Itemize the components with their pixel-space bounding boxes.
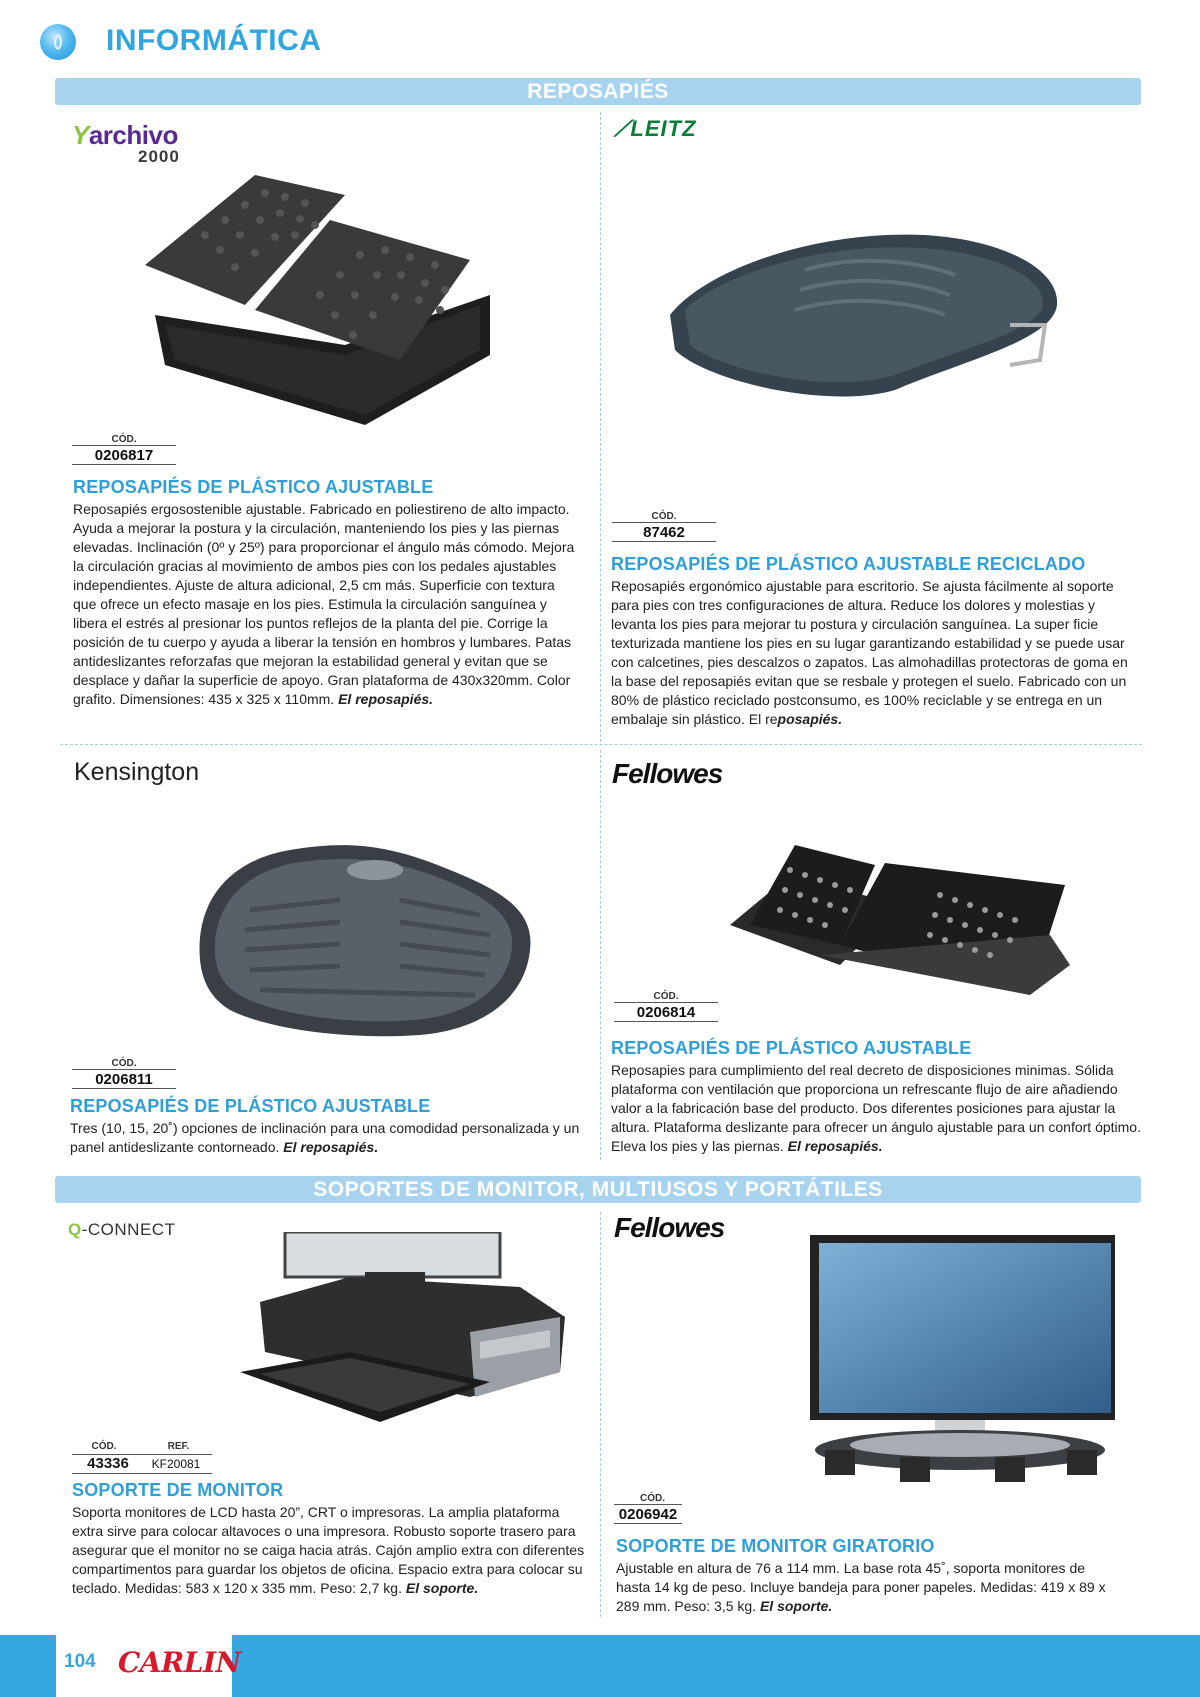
leitz-logo: ⟋LEITZ (614, 116, 697, 141)
product-description: Reposapiés ergonómico ajustable para esc… (611, 578, 1128, 727)
fellowes-logo: Fellowes (614, 1212, 725, 1243)
product-code: CÓD. 0206817 (72, 434, 176, 465)
rotating-monitor-stand-image (810, 1235, 1115, 1482)
footrest-fellowes-image (730, 845, 1070, 995)
footer-logo-area (56, 1635, 232, 1697)
column-divider (600, 750, 601, 1160)
qconnect-logo: Q-CONNECT (68, 1220, 176, 1239)
page-title: INFORMÁTICA (106, 24, 322, 57)
carlin-logo: CARLIN (118, 1646, 241, 1679)
column-divider (600, 112, 601, 742)
footrest-recycled-image (670, 234, 1058, 397)
product-description: Reposapiés ergosostenible ajustable. Fab… (73, 501, 575, 707)
product-title: SOPORTE DE MONITOR GIRATORIO (616, 1536, 935, 1556)
kensington-logo: Kensington (74, 758, 200, 786)
section-icon (40, 24, 76, 60)
product-title: REPOSAPIÉS DE PLÁSTICO AJUSTABLE RECICLA… (611, 554, 1086, 574)
page-number: 104 (64, 1651, 96, 1672)
product-title: REPOSAPIÉS DE PLÁSTICO AJUSTABLE (611, 1038, 972, 1058)
column-divider (600, 1212, 601, 1617)
section-bar-footrests: REPOSAPIÉS (55, 78, 1141, 105)
footrest-kensington-image (199, 845, 531, 1037)
product-code: CÓD. 0206942 (614, 1493, 682, 1524)
fellowes-logo: Fellowes (612, 758, 723, 789)
footrest-pedals-image (145, 175, 490, 425)
product-description: Soporta monitores de LCD hasta 20”, CRT … (72, 1504, 585, 1596)
product-description: Tres (10, 15, 20˚) opciones de inclinaci… (70, 1120, 580, 1155)
product-description: Reposapies para cumplimiento del real de… (611, 1062, 1141, 1154)
monitor-stand-image (240, 1232, 565, 1422)
row-divider (60, 744, 1142, 745)
product-title: REPOSAPIÉS DE PLÁSTICO AJUSTABLE (73, 477, 434, 497)
product-code: CÓD. 87462 (612, 511, 716, 542)
archivo-logo-number: 2000 (138, 147, 180, 166)
product-code: CÓD. 0206811 (72, 1058, 176, 1089)
product-description: Ajustable en altura de 76 a 114 mm. La b… (616, 1560, 1106, 1614)
product-title: REPOSAPIÉS DE PLÁSTICO AJUSTABLE (70, 1096, 431, 1116)
section-bar-stands: SOPORTES DE MONITOR, MULTIUSOS Y PORTÁTI… (55, 1176, 1141, 1203)
product-code: CÓD. 0206814 (614, 991, 718, 1022)
archivo-logo: Yarchivo (72, 120, 178, 150)
product-title: SOPORTE DE MONITOR (72, 1480, 284, 1500)
